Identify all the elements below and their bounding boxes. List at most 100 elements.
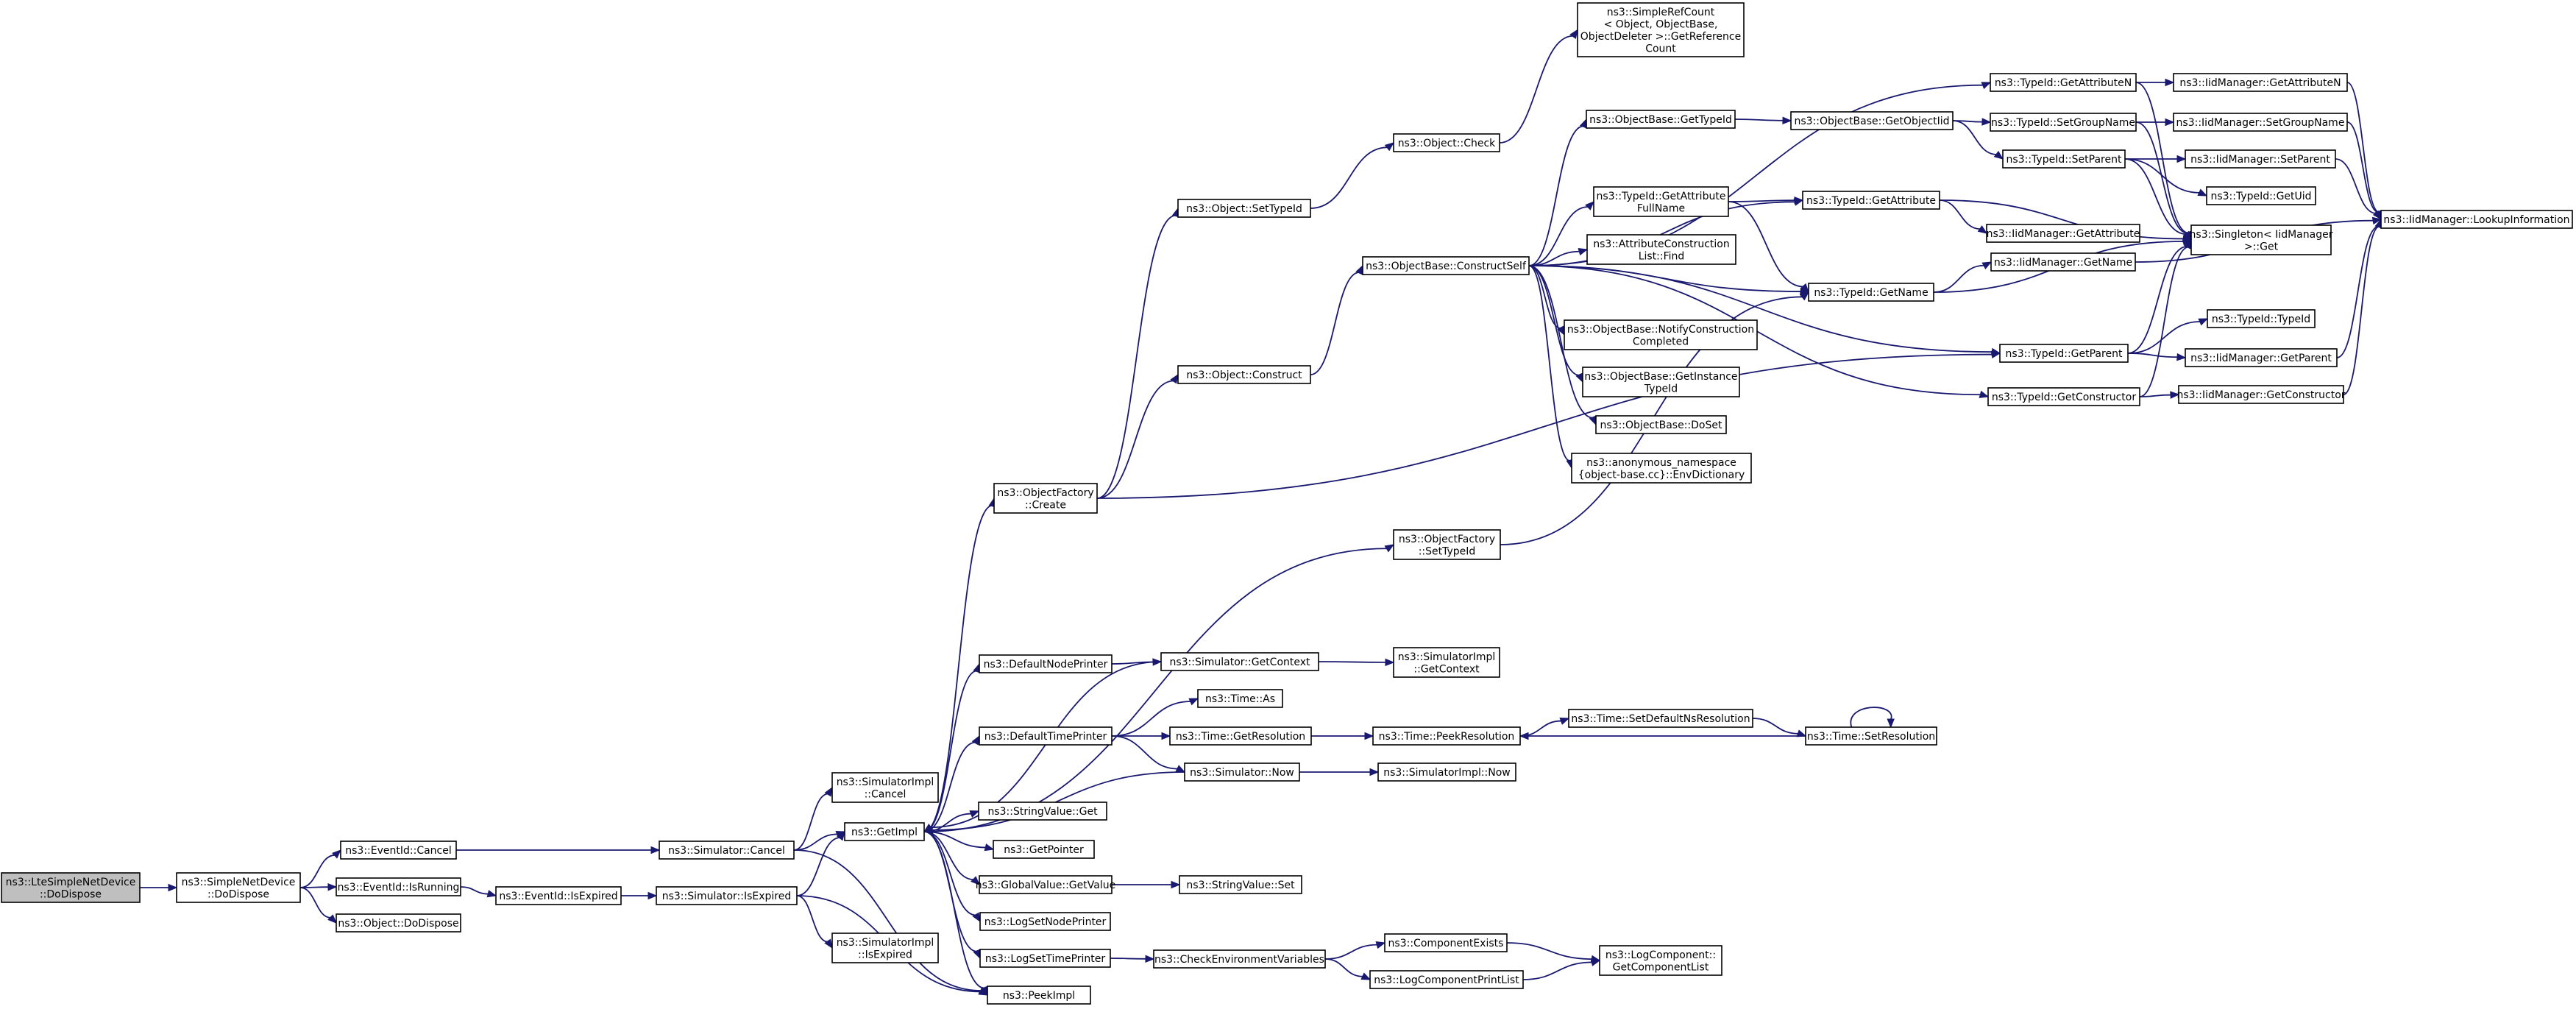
node-stringvalue-set[interactable]: ns3::StringValue::Set	[1179, 875, 1302, 894]
node-typeid-typeid[interactable]: ns3::TypeId::TypeId	[2207, 309, 2316, 328]
node-iidmanager-lookupinformation[interactable]: ns3::IidManager::LookupInformation	[2380, 210, 2573, 229]
node-box	[831, 772, 939, 803]
node-label: ns3::SimpleNetDevice	[182, 877, 296, 888]
node-simulator-isexpired[interactable]: ns3::Simulator::IsExpired	[656, 886, 798, 905]
node-box	[1599, 945, 1722, 976]
node-objectfactory-settypeid[interactable]: ns3::ObjectFactory::SetTypeId	[1393, 529, 1501, 560]
node-time-getresolution[interactable]: ns3::Time::GetResolution	[1169, 726, 1312, 746]
node-time-peekresolution[interactable]: ns3::Time::PeekResolution	[1372, 726, 1521, 746]
node-label: ::DoDispose	[207, 888, 269, 900]
node-typeid-getname[interactable]: ns3::TypeId::GetName	[1808, 283, 1934, 302]
node-typeid-setgroupname[interactable]: ns3::TypeId::SetGroupName	[1990, 113, 2137, 132]
node-iidmanager-getname[interactable]: ns3::IidManager::GetName	[1990, 252, 2136, 272]
node-simple-dodispose[interactable]: ns3::SimpleNetDevice::DoDispose	[176, 872, 301, 903]
edge-typeid-setgroupname-to-singleton-get	[2135, 121, 2192, 241]
node-simimpl-cancel[interactable]: ns3::SimulatorImpl::Cancel	[831, 772, 939, 803]
node-simulator-now[interactable]: ns3::Simulator::Now	[1184, 762, 1300, 782]
node-objectbase-notifyconstruction[interactable]: ns3::ObjectBase::NotifyConstructionCompl…	[1564, 319, 1758, 350]
edge-time-getresolution-to-time-peekresolution	[1310, 732, 1374, 740]
node-getpointer[interactable]: ns3::GetPointer	[993, 840, 1095, 859]
node-logcomponent-getcomponentlist[interactable]: ns3::LogComponent::GetComponentList	[1599, 945, 1722, 976]
node-object-settypeid[interactable]: ns3::Object::SetTypeId	[1177, 199, 1311, 218]
node-envdictionary[interactable]: ns3::anonymous_namespace{object-base.cc}…	[1571, 453, 1752, 484]
node-simimpl-now[interactable]: ns3::SimulatorImpl::Now	[1377, 762, 1516, 782]
node-box	[1595, 415, 1727, 434]
node-objectbase-getobjectiid[interactable]: ns3::ObjectBase::GetObjectIid	[1790, 111, 1954, 130]
node-simulator-cancel[interactable]: ns3::Simulator::Cancel	[659, 841, 795, 860]
node-iidmanager-getattributen[interactable]: ns3::IidManager::GetAttributeN	[2173, 73, 2348, 92]
node-time-setdefaultnsresolution[interactable]: ns3::Time::SetDefaultNsResolution	[1568, 709, 1753, 728]
node-simimpl-isexpired[interactable]: ns3::SimulatorImpl::IsExpired	[831, 933, 939, 963]
edge-arrowhead	[1794, 196, 1804, 205]
node-componentexists[interactable]: ns3::ComponentExists	[1384, 933, 1508, 952]
node-typeid-getattribute[interactable]: ns3::TypeId::GetAttribute	[1802, 191, 1940, 210]
edge-checkenvvars-to-logcomponentprintlist	[1324, 958, 1372, 980]
node-typeid-getuid[interactable]: ns3::TypeId::GetUid	[2206, 186, 2316, 205]
node-eventid-isrunning[interactable]: ns3::EventId::IsRunning	[336, 877, 461, 896]
node-logcomponentprintlist[interactable]: ns3::LogComponentPrintList	[1369, 970, 1524, 989]
node-box	[2380, 210, 2573, 229]
edge-line	[2336, 225, 2380, 358]
node-object-dodispose[interactable]: ns3::Object::DoDispose	[336, 913, 461, 933]
node-box	[1802, 191, 1940, 210]
edge-simulator-isexpired-to-simimpl-isexpired	[796, 895, 833, 949]
node-label: GetComponentList	[1613, 961, 1709, 973]
node-time-as[interactable]: ns3::Time::As	[1197, 689, 1283, 708]
edge-typeid-getparent-to-typeid-typeid	[2127, 318, 2209, 354]
edge-line	[299, 854, 336, 888]
edge-line	[1310, 146, 1388, 209]
node-time-setresolution[interactable]: ns3::Time::SetResolution	[1805, 726, 1937, 746]
node-typeid-setparent[interactable]: ns3::TypeId::SetParent	[2002, 149, 2126, 169]
node-box	[495, 886, 622, 905]
edge-line	[923, 831, 987, 849]
node-iidmanager-getparent[interactable]: ns3::IidManager::GetParent	[2185, 348, 2338, 367]
edge-typeid-getattributen-to-iidmanager-getattributen	[2136, 78, 2175, 87]
node-checkenvvars[interactable]: ns3::CheckEnvironmentVariables	[1153, 949, 1326, 969]
node-eventid-cancel[interactable]: ns3::EventId::Cancel	[340, 841, 457, 860]
edge-line	[1939, 199, 2185, 240]
node-typeid-getparent[interactable]: ns3::TypeId::GetParent	[1999, 344, 2129, 363]
node-label: ns3::SimpleRefCount	[1607, 7, 1715, 18]
node-globalvalue-getvalue[interactable]: ns3::GlobalValue::GetValue	[976, 875, 1115, 894]
edge-line	[1528, 265, 1594, 419]
edge-arrowhead	[971, 876, 980, 885]
node-iidmanager-setparent[interactable]: ns3::IidManager::SetParent	[2185, 149, 2336, 169]
node-stringvalue-get[interactable]: ns3::StringValue::Get	[978, 802, 1107, 821]
node-simimpl-getcontext[interactable]: ns3::SimulatorImpl::GetContext	[1393, 647, 1500, 678]
node-object-construct[interactable]: ns3::Object::Construct	[1177, 365, 1311, 384]
node-logsetnodeprinter[interactable]: ns3::LogSetNodePrinter	[979, 912, 1111, 931]
node-getimpl[interactable]: ns3::GetImpl	[844, 822, 925, 841]
node-defaulttimeprinter[interactable]: ns3::DefaultTimePrinter	[979, 726, 1113, 746]
edge-line	[1528, 265, 1993, 353]
node-object-check[interactable]: ns3::Object::Check	[1393, 133, 1500, 152]
node-typeid-getattributen[interactable]: ns3::TypeId::GetAttributeN	[1990, 73, 2137, 92]
node-objectbase-gettypeid[interactable]: ns3::ObjectBase::GetTypeId	[1586, 110, 1736, 129]
node-simulator-getcontext[interactable]: ns3::Simulator::GetContext	[1160, 652, 1319, 671]
node-objectbase-constructself[interactable]: ns3::ObjectBase::ConstructSelf	[1362, 256, 1530, 275]
node-iidmanager-getattribute[interactable]: ns3::IidManager::GetAttribute	[1986, 224, 2140, 243]
node-iidmanager-setgroupname[interactable]: ns3::IidManager::SetGroupName	[2173, 113, 2348, 132]
node-singleton-get[interactable]: ns3::Singleton< IidManager >::Get	[2190, 224, 2333, 255]
edge-line	[1096, 214, 1177, 499]
node-objectbase-doset[interactable]: ns3::ObjectBase::DoSet	[1595, 415, 1727, 434]
node-eventid-isexpired[interactable]: ns3::EventId::IsExpired	[495, 886, 622, 905]
node-peekimpl[interactable]: ns3::PeekImpl	[987, 986, 1091, 1005]
node-objectfactory-create[interactable]: ns3::ObjectFactory::Create	[993, 483, 1098, 514]
node-iidmanager-getconstructor[interactable]: ns3::IidManager::GetConstructor	[2176, 385, 2346, 404]
node-box	[978, 802, 1107, 821]
node-box	[1987, 387, 2140, 406]
edge-arrowhead	[1981, 82, 1992, 90]
node-lte-dodispose[interactable]: ns3::LteSimpleNetDevice::DoDispose	[1, 872, 141, 903]
node-defaultnodeprinter[interactable]: ns3::DefaultNodePrinter	[979, 654, 1113, 673]
edge-object-settypeid-to-object-check	[1310, 142, 1395, 209]
node-typeid-getconstructor[interactable]: ns3::TypeId::GetConstructor	[1987, 387, 2140, 406]
node-label: ns3::IidManager::GetParent	[2190, 353, 2332, 364]
edge-line	[1324, 958, 1363, 977]
edge-line	[1096, 380, 1174, 499]
node-simplerefcount[interactable]: ns3::SimpleRefCount< Object, ObjectBase,…	[1577, 2, 1745, 57]
node-logsettimeprinter[interactable]: ns3::LogSetTimePrinter	[979, 949, 1111, 968]
node-box	[336, 877, 461, 896]
